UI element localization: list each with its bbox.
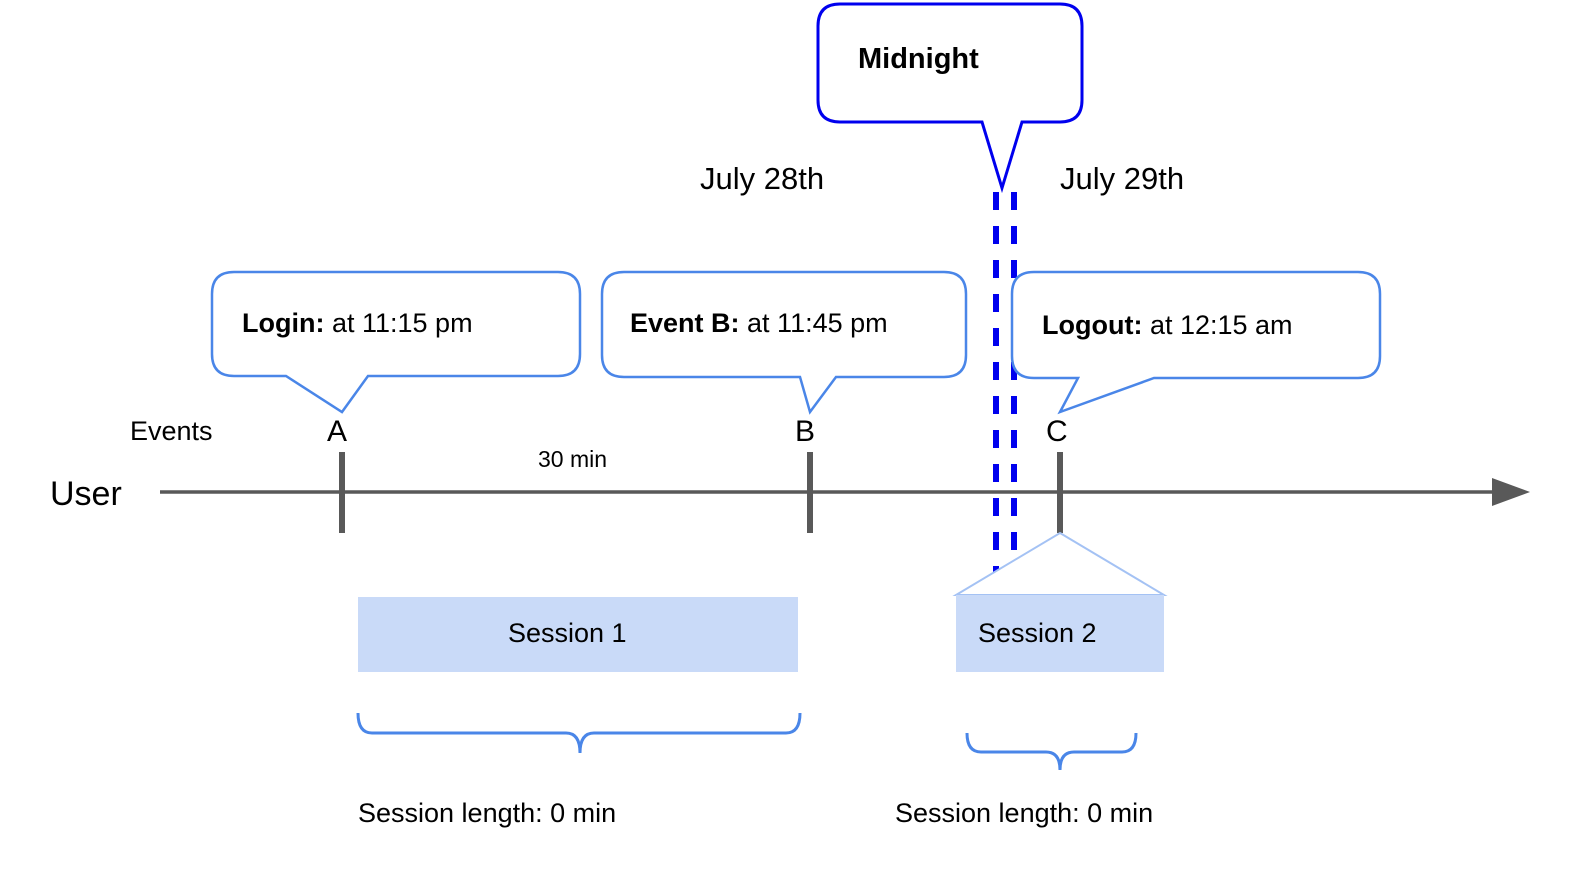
login-callout-bold: Login:: [242, 308, 325, 338]
midnight-bubble-path: [816, 2, 1084, 194]
session-2-box: [956, 595, 1164, 672]
session-2-label: Session 2: [978, 618, 1097, 648]
event-tick-marks: [339, 452, 1063, 533]
logout-callout-bold: Logout:: [1042, 310, 1143, 340]
date-label-july-29: July 29th: [1060, 161, 1185, 196]
event-b-bubble-path: [600, 270, 968, 415]
logout-callout-shape: [1010, 270, 1382, 415]
session-1-box: [358, 597, 798, 672]
session-2-shape: [952, 531, 1168, 672]
session-1-length-label: Session length: 0 min: [358, 798, 617, 828]
logout-callout-text: Logout: at 12:15 am: [1042, 312, 1293, 339]
login-callout-text: Login: at 11:15 pm: [242, 310, 473, 337]
events-row-label: Events: [130, 416, 213, 446]
session-2-brace-path: [965, 732, 1138, 771]
event-b-callout-rest: at 11:45 pm: [739, 308, 888, 338]
event-b-callout-shape: [600, 270, 968, 415]
session-1-brace-path: [356, 712, 802, 754]
event-b-callout-bold: Event B:: [630, 308, 740, 338]
session-1-label: Session 1: [508, 618, 627, 648]
marker-letter-b: B: [795, 415, 816, 448]
login-callout-rest: at 11:15 pm: [324, 308, 473, 338]
login-bubble-path: [210, 270, 582, 414]
marker-letter-c: C: [1046, 415, 1068, 448]
date-label-july-28: July 28th: [700, 161, 825, 196]
session-1-brace: [356, 712, 802, 754]
logout-callout-rest: at 12:15 am: [1142, 310, 1293, 340]
user-row-label: User: [50, 475, 122, 513]
gap-duration-label: 30 min: [538, 446, 608, 472]
logout-bubble-path: [1010, 270, 1382, 415]
timeline-axis: [160, 478, 1530, 506]
midnight-callout-shape: [816, 2, 1084, 194]
session-2-brace: [965, 732, 1138, 771]
midnight-label: Midnight: [858, 43, 979, 75]
event-b-callout-text: Event B: at 11:45 pm: [630, 310, 888, 337]
axis-arrowhead: [1492, 478, 1530, 506]
marker-letter-a: A: [327, 415, 348, 448]
midnight-dashed-lines: [993, 192, 1017, 600]
login-callout-shape: [210, 270, 582, 414]
session-2-tent: [952, 531, 1168, 596]
session-2-length-label: Session length: 0 min: [895, 798, 1154, 828]
